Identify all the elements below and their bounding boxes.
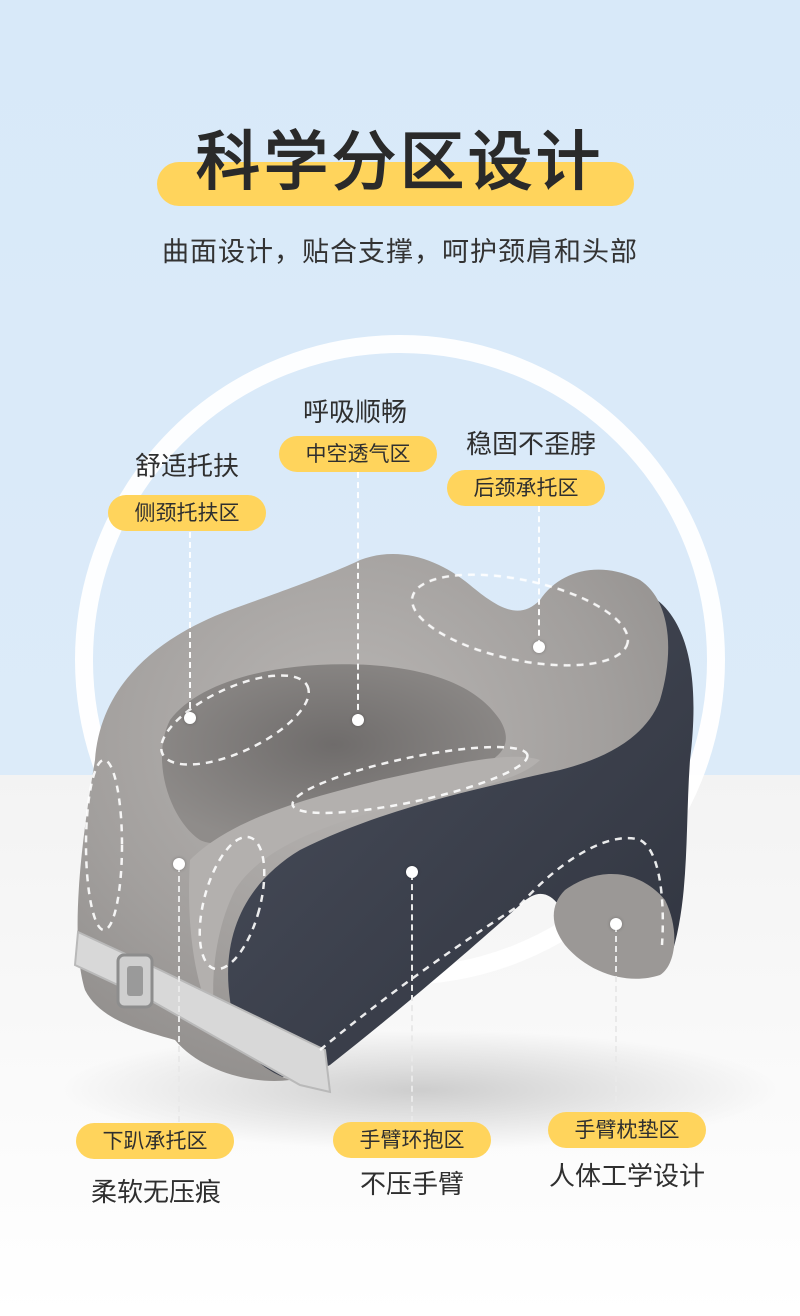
zone-outline-hollow-rim: [291, 745, 529, 815]
pillow-hollow: [161, 664, 506, 844]
zone-outline-back-neck: [410, 573, 630, 667]
back-neck-zone-pill: 后颈承托区: [447, 470, 605, 506]
arm-hug-zone-pill: 手臂环抱区: [333, 1122, 491, 1158]
zone-outline-side-neck: [159, 674, 311, 766]
hollow-benefit: 呼吸顺畅: [302, 398, 407, 428]
arm-pad-leader-line: [615, 926, 617, 1112]
title-highlight-bar: [157, 162, 634, 206]
side-neck-leader-line: [189, 532, 191, 718]
arm-pad-marker: [610, 918, 622, 930]
hollow-marker: [352, 714, 364, 726]
zone-outline-arm-pad: [519, 836, 665, 946]
zone-outline-chin-left: [84, 758, 124, 932]
title-block: 科学分区设计: [0, 118, 800, 218]
back-neck-marker: [533, 641, 545, 653]
back-neck-benefit: 稳固不歪脖: [465, 430, 596, 460]
hollow-zone-pill: 中空透气区: [279, 436, 437, 472]
pillow-dark-body: [222, 590, 694, 1077]
page-title: 科学分区设计: [196, 126, 604, 200]
arm-hug-leader-line: [411, 874, 413, 1122]
chin-leader-line: [178, 866, 180, 1122]
hollow-leader-line: [357, 472, 359, 720]
arm-pad-benefit: 人体工学设计: [548, 1162, 705, 1192]
pillow-front-rim: [189, 756, 541, 1020]
arm-hug-marker: [406, 866, 418, 878]
zone-outline-arm-hug: [319, 903, 521, 1051]
arm-hug-benefit: 不压手臂: [359, 1170, 464, 1200]
chin-benefit: 柔软无压痕: [90, 1178, 221, 1208]
zone-outline-chin-right: [198, 835, 266, 971]
side-neck-zone-pill: 侧颈托扶区: [108, 495, 266, 531]
back-neck-leader-line: [538, 506, 540, 646]
chin-marker: [173, 858, 185, 870]
side-neck-marker: [184, 712, 196, 724]
page-subtitle: 曲面设计，贴合支撑，呵护颈肩和头部: [162, 237, 638, 268]
arm-pad-zone-pill: 手臂枕垫区: [548, 1112, 706, 1148]
side-neck-benefit: 舒适托扶: [134, 452, 239, 482]
chin-zone-pill: 下趴承托区: [76, 1123, 234, 1159]
